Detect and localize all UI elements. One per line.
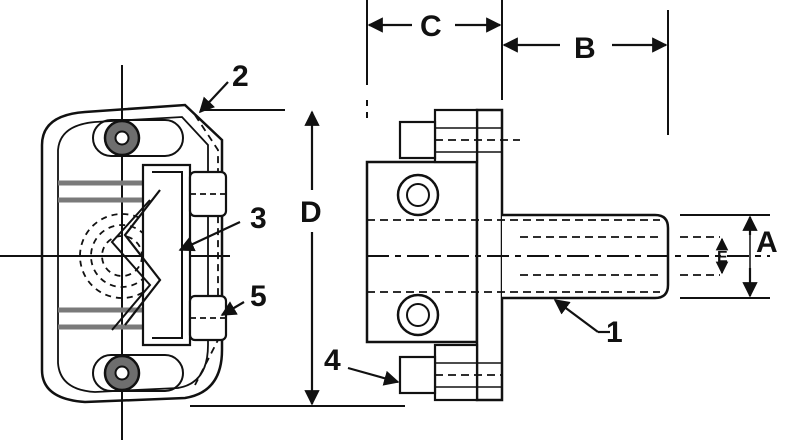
label-b: B [574, 32, 596, 65]
upper-bolt-hole [396, 173, 440, 217]
bottom-screw-head [398, 355, 437, 395]
label-c: C [420, 10, 442, 43]
top-screw-slot [92, 119, 184, 157]
dimension-arrows [178, 17, 758, 406]
leader-3 [178, 221, 241, 252]
end-view [0, 65, 405, 440]
bottom-screw-slot [92, 354, 184, 392]
leader-2 [198, 81, 229, 114]
side-view [365, 0, 770, 402]
leader-1 [553, 299, 599, 333]
side-body [365, 160, 479, 344]
label-d: D [300, 196, 322, 229]
holder-body-outline [40, 103, 224, 404]
wedge-inner [152, 171, 183, 339]
bottom-cap-screw-hole [114, 365, 130, 381]
shank-hidden-lines [367, 219, 660, 293]
lower-bolt-hole [396, 293, 440, 337]
top-cap-screw-hole [114, 130, 130, 146]
v-groove [123, 189, 162, 326]
label-part-5: 5 [250, 280, 267, 313]
label-part-3: 3 [250, 202, 267, 235]
v-groove-inner [110, 199, 152, 331]
bottom-clamp-block [433, 343, 479, 402]
label-e: E [717, 249, 728, 266]
label-part-4: 4 [324, 344, 341, 377]
label-part-2: 2 [232, 60, 249, 93]
top-clamp-block [433, 108, 479, 164]
hidden-edge [194, 114, 219, 386]
label-part-1: 1 [606, 316, 623, 349]
leader-5 [220, 301, 245, 316]
label-a: A [756, 226, 778, 259]
leader-4 [347, 366, 400, 386]
top-screw-head [398, 120, 437, 160]
wedge [141, 163, 192, 347]
